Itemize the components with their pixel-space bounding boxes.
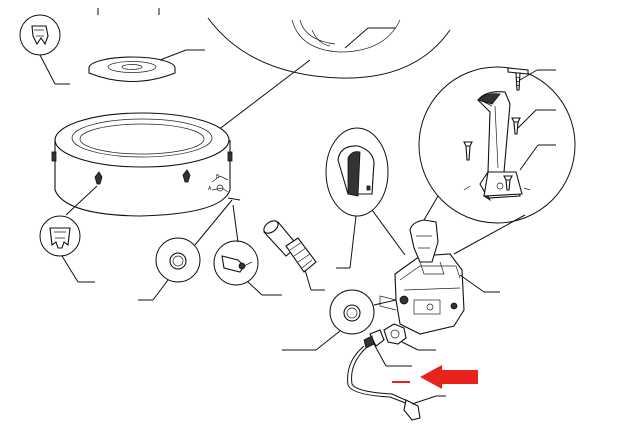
part-24-connector bbox=[363, 329, 412, 383]
screw-icon bbox=[511, 117, 521, 135]
part-5-nut bbox=[383, 323, 436, 351]
part-8-ring-callout bbox=[138, 199, 233, 301]
part-16-detail-callout bbox=[204, 17, 451, 141]
part-3-handle-detail-callout bbox=[418, 66, 576, 255]
part-2-cap-callout bbox=[325, 127, 406, 269]
part-11-coupling bbox=[263, 220, 325, 291]
screw-icon bbox=[503, 175, 513, 191]
svg-text:A: A bbox=[208, 186, 212, 192]
screw-icon bbox=[463, 141, 473, 161]
part-18-lid bbox=[88, 49, 205, 83]
tank-base: B A bbox=[51, 112, 241, 217]
svg-text:B: B bbox=[216, 174, 220, 180]
part-26-clip-callout bbox=[39, 185, 98, 283]
top-marks bbox=[97, 8, 160, 15]
part-7-cable bbox=[347, 345, 446, 421]
part-10-valve-callout bbox=[213, 204, 282, 296]
screw-icon bbox=[507, 67, 529, 91]
part-1-pump-body bbox=[379, 219, 500, 335]
part-25-clip-callout bbox=[19, 14, 70, 85]
red-arrow-icon bbox=[420, 365, 478, 389]
part-9-ring-callout bbox=[282, 289, 397, 351]
